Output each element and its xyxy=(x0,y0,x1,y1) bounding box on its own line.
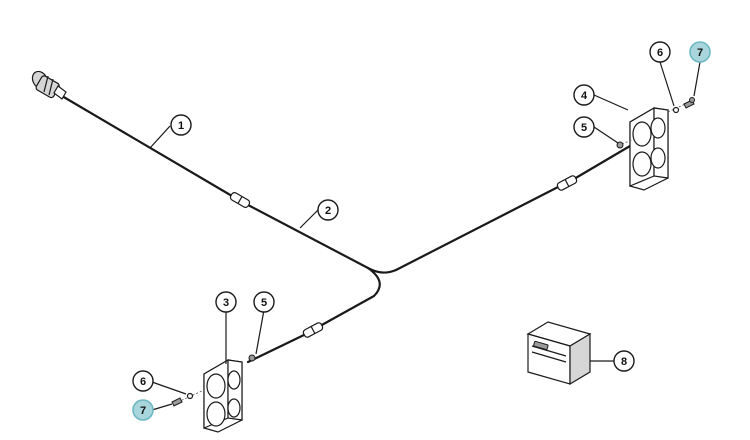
callout-7-left: 7 xyxy=(132,399,154,421)
callout-3: 3 xyxy=(215,291,237,313)
svg-text:5: 5 xyxy=(581,122,587,134)
leader-lines xyxy=(149,61,701,411)
callout-5-right: 5 xyxy=(573,116,595,138)
right-tail-lamp xyxy=(629,106,669,191)
svg-text:7: 7 xyxy=(140,405,146,417)
right-nut xyxy=(616,141,624,149)
left-lamp-hardware xyxy=(171,354,256,407)
svg-text:4: 4 xyxy=(581,90,588,102)
main-harness-wire xyxy=(60,94,398,274)
callout-7-right: 7 xyxy=(689,41,711,63)
svg-text:7: 7 xyxy=(697,47,703,59)
left-nut xyxy=(248,354,256,362)
svg-text:1: 1 xyxy=(178,120,184,132)
svg-text:6: 6 xyxy=(140,376,146,388)
callout-5-left: 5 xyxy=(253,291,275,313)
callout-8: 8 xyxy=(613,350,635,372)
right-lamp-wire xyxy=(394,144,632,272)
main-plug-connector xyxy=(31,70,67,100)
part-8-box xyxy=(526,321,592,386)
callout-6-left: 6 xyxy=(132,370,154,392)
callout-1: 1 xyxy=(170,114,192,136)
right-washer xyxy=(672,106,680,114)
svg-text:6: 6 xyxy=(657,47,663,59)
callout-6-right: 6 xyxy=(649,41,671,63)
svg-text:5: 5 xyxy=(261,297,267,309)
left-lamp-wire xyxy=(246,266,381,364)
svg-text:3: 3 xyxy=(223,297,229,309)
left-washer xyxy=(186,392,194,400)
svg-text:2: 2 xyxy=(325,205,331,217)
callout-2: 2 xyxy=(317,199,339,221)
right-lamp-hardware xyxy=(616,97,695,149)
svg-text:8: 8 xyxy=(621,356,627,368)
left-screw xyxy=(171,397,183,407)
inline-connector-left xyxy=(302,322,324,338)
harness-wires xyxy=(60,94,632,364)
inline-connector-upper xyxy=(229,192,251,208)
left-tail-lamp xyxy=(203,358,243,433)
callout-4: 4 xyxy=(573,84,595,106)
inline-connector-right xyxy=(556,175,578,191)
